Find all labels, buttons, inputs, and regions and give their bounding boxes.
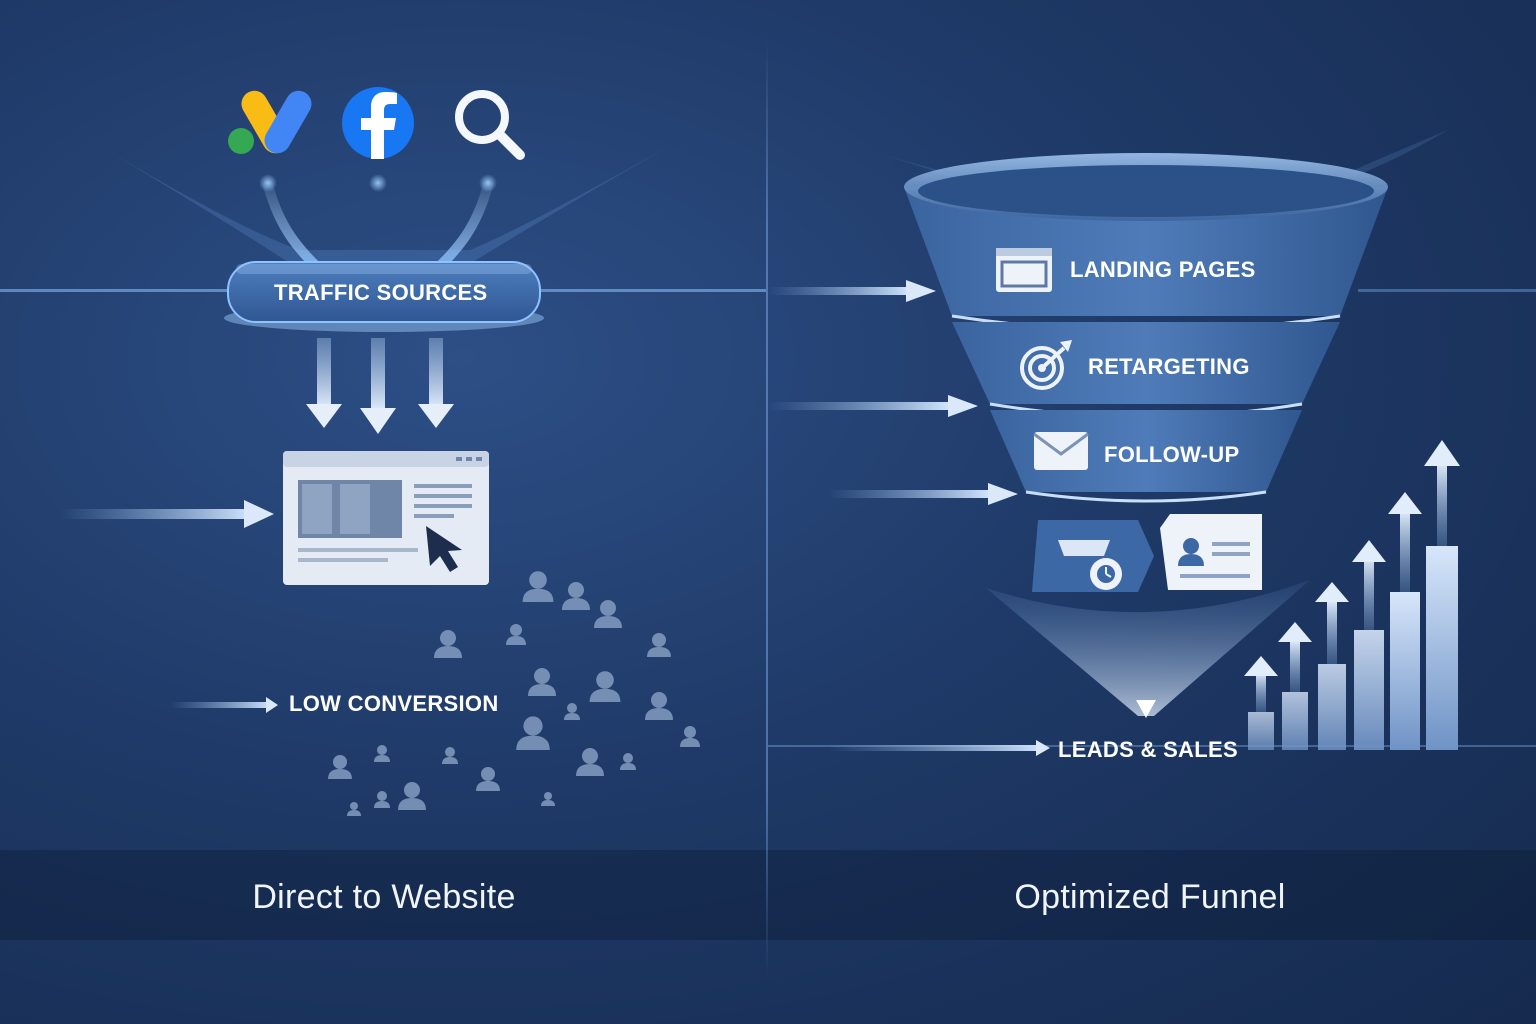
stage-label-landing-pages: LANDING PAGES <box>1070 257 1256 282</box>
right-illustration <box>768 130 1536 756</box>
traffic-sources-label: TRAFFIC SOURCES <box>274 280 488 305</box>
traffic-sources-pill <box>227 261 541 323</box>
output-cone <box>986 580 1310 716</box>
search-icon <box>455 90 525 160</box>
ad-card-icon <box>1032 520 1154 592</box>
optimized-funnel-caption: Optimized Funnel <box>1014 878 1286 916</box>
envelope-icon <box>1033 432 1089 470</box>
website-window <box>283 451 489 585</box>
stage-label-retargeting: RETARGETING <box>1088 354 1250 379</box>
landing-page-icon <box>996 248 1052 292</box>
low-conversion-label: LOW CONVERSION <box>289 691 499 716</box>
scattered-users <box>328 571 700 816</box>
stage-label-follow-up: FOLLOW-UP <box>1104 442 1240 467</box>
contact-card-icon <box>1160 514 1262 590</box>
panel-divider <box>766 40 768 980</box>
google-ads-icon <box>228 90 312 154</box>
direct-to-website-panel: TRAFFIC SOURCES LOW CONVERSION Direct to… <box>0 0 766 1024</box>
funnel-stage-follow-up <box>990 410 1302 503</box>
direct-to-website-caption: Direct to Website <box>252 878 516 916</box>
optimized-funnel-panel: LANDING PAGES RETARGETING FOLLOW-UP LEAD… <box>768 0 1536 1024</box>
target-icon <box>1020 340 1072 390</box>
growth-bar-chart <box>1244 440 1460 750</box>
leads-sales-label: LEADS & SALES <box>1058 737 1238 762</box>
funnel-stage-landing-pages <box>904 153 1388 333</box>
caption-band <box>0 850 1536 940</box>
left-illustration <box>0 87 766 816</box>
facebook-icon <box>342 87 414 159</box>
down-arrows <box>306 338 454 434</box>
